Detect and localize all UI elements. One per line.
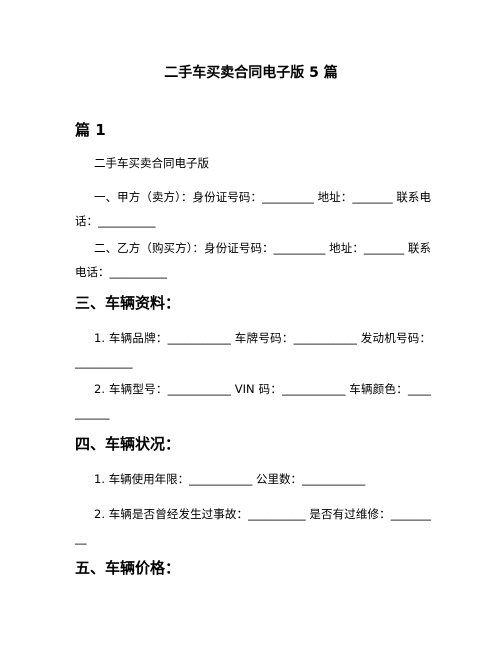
vehicle-condition-item-2: 2. 车辆是否曾经发生过事故：__________ 是否有过维修：_______… [75,507,431,545]
vehicle-info-item-2: 2. 车辆型号：___________ VIN 码：___________ 车辆… [75,382,431,420]
vehicle-price-heading: 五、车辆价格： [75,559,181,577]
vehicle-info-item-1: 1. 车辆品牌：___________ 车牌号码：___________ 发动机… [75,331,431,369]
party-b-paragraph: 二、乙方（购买方）：身份证号码：_________ 地址：_______ 联系电… [75,241,431,279]
vehicle-condition-heading: 四、车辆状况： [75,435,181,453]
vehicle-condition-item-1: 1. 车辆使用年限：___________ 公里数：___________ [94,472,366,486]
vehicle-info-heading: 三、车辆资料： [75,294,181,312]
section-heading: 篇 1 [75,121,106,139]
party-a-paragraph: 一、甲方（卖方）：身份证号码：_________ 地址：_______ 联系电话… [75,190,431,228]
contract-title: 二手车买卖合同电子版 [94,156,209,170]
document-title: 二手车买卖合同电子版 5 篇 [164,65,338,81]
